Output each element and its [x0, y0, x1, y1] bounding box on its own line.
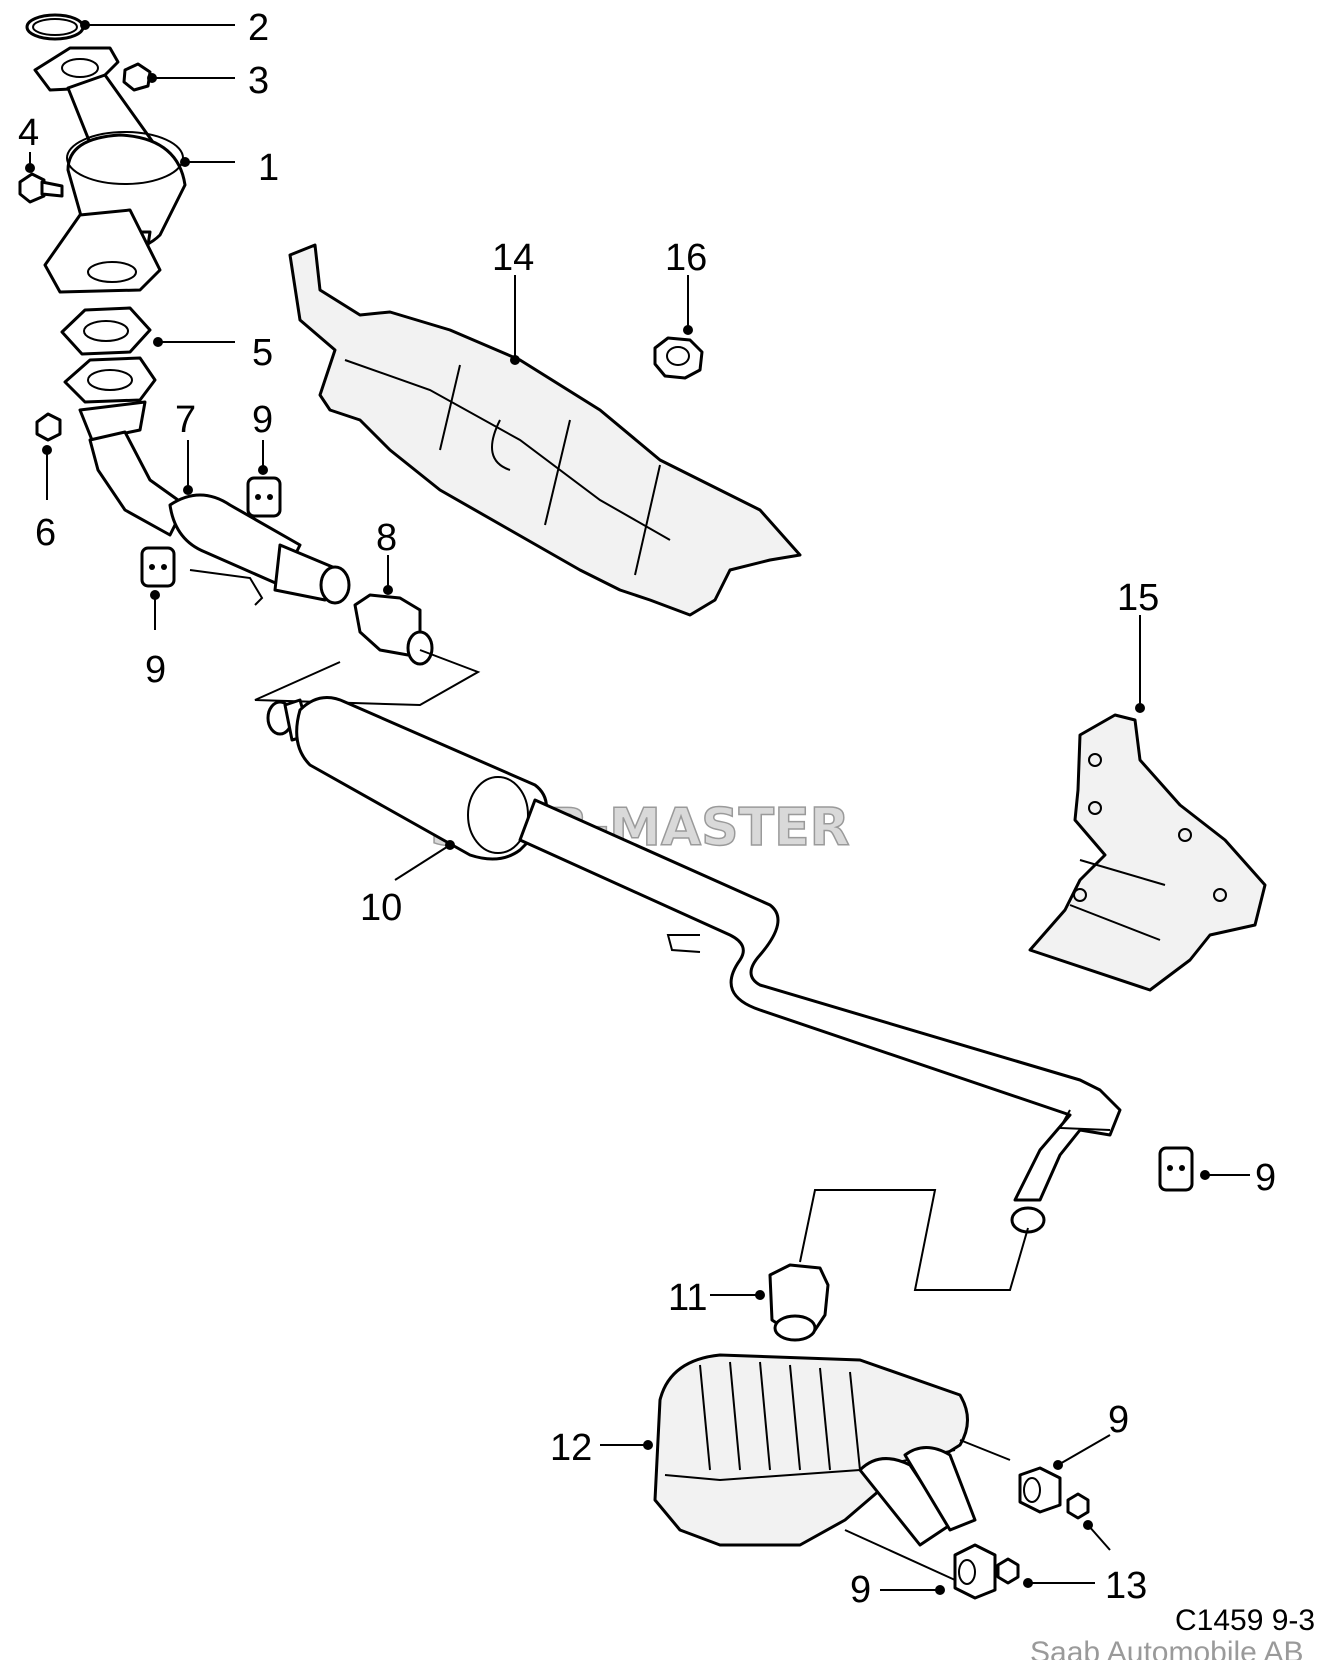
- label-part-2: 2: [248, 7, 269, 49]
- part-13-nut-b[interactable]: [996, 1557, 1020, 1585]
- label-part-13: 13: [1105, 1565, 1147, 1607]
- part-1-catalytic-converter[interactable]: [33, 46, 187, 294]
- label-part-16: 16: [665, 237, 707, 279]
- label-part-9-a: 9: [252, 399, 273, 441]
- part-7-front-pipe[interactable]: [63, 356, 351, 606]
- part-6-nut[interactable]: [35, 412, 62, 442]
- label-part-12: 12: [550, 1427, 592, 1469]
- drawing-code: C1459 9-3: [1175, 1604, 1315, 1637]
- part-5-gasket[interactable]: [60, 306, 152, 356]
- label-part-9-c: 9: [1255, 1157, 1276, 1199]
- label-part-11: 11: [668, 1277, 707, 1319]
- part-8-clamp[interactable]: [254, 593, 481, 707]
- part-9-hanger-a[interactable]: [246, 476, 282, 518]
- part-16-flange-nut[interactable]: [653, 336, 704, 380]
- label-part-9-b: 9: [145, 649, 166, 691]
- label-part-3: 3: [248, 60, 269, 102]
- label-part-6: 6: [35, 512, 56, 554]
- label-part-15: 15: [1117, 577, 1159, 619]
- part-9-hanger-b[interactable]: [140, 546, 176, 588]
- label-part-7: 7: [175, 399, 196, 441]
- part-3-nut[interactable]: [122, 62, 152, 92]
- part-12-rear-silencer[interactable]: [653, 1353, 1011, 1581]
- part-9-hanger-e[interactable]: [953, 1543, 997, 1600]
- part-11-clamp[interactable]: [768, 1263, 830, 1342]
- label-part-14: 14: [492, 237, 534, 279]
- part-2-seal-ring[interactable]: [25, 13, 85, 41]
- leader-lines: [25, 20, 1250, 1595]
- label-part-8: 8: [376, 517, 397, 559]
- label-part-10: 10: [360, 887, 402, 929]
- label-part-4: 4: [18, 112, 39, 154]
- label-part-9-d: 9: [1108, 1399, 1129, 1441]
- copyright-notice: Saab Automobile AB: [1030, 1636, 1304, 1660]
- part-10-center-silencer[interactable]: [266, 696, 1122, 1291]
- label-part-5: 5: [252, 332, 273, 374]
- part-13-nut-a[interactable]: [1066, 1492, 1090, 1520]
- part-9-hanger-d[interactable]: [1018, 1466, 1062, 1514]
- label-part-1: 1: [258, 147, 279, 189]
- label-part-9-e: 9: [850, 1569, 871, 1611]
- part-9-hanger-c[interactable]: [1158, 1146, 1194, 1192]
- part-4-bolt[interactable]: [18, 172, 64, 204]
- part-14-heat-shield[interactable]: [288, 243, 802, 617]
- part-15-rear-heat-shield[interactable]: [1028, 713, 1267, 992]
